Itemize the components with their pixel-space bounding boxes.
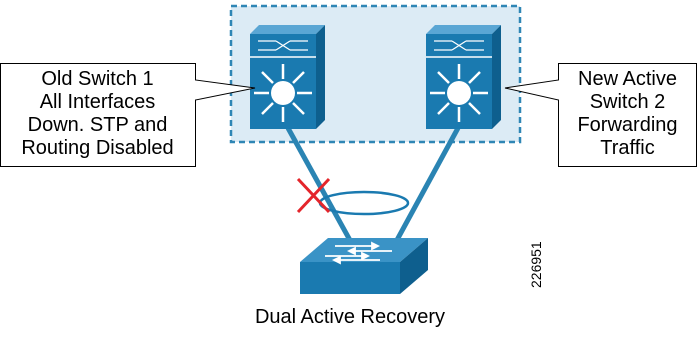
right-callout-line-4: Traffic bbox=[600, 137, 655, 159]
right-callout-line-2: Switch 2 bbox=[589, 91, 666, 113]
left-callout-line-1: Old Switch 1 bbox=[41, 68, 154, 90]
left-callout-line-3: Down. STP and bbox=[27, 114, 168, 136]
right-callout-line-3: Forwarding bbox=[577, 114, 678, 136]
left-callout-line-4: Routing Disabled bbox=[21, 137, 174, 159]
left-callout-text: Old Switch 1 All Interfaces Down. STP an… bbox=[0, 68, 195, 160]
right-callout-text: New Active Switch 2 Forwarding Traffic bbox=[558, 68, 697, 160]
left-callout-box bbox=[0, 63, 256, 167]
failed-link-x-icon bbox=[296, 177, 331, 214]
core-switch-1-icon bbox=[250, 25, 325, 129]
figure-id: 226951 bbox=[528, 241, 544, 288]
port-channel-ring-icon bbox=[318, 190, 410, 216]
left-callout-line-2: All Interfaces bbox=[39, 91, 156, 113]
right-callout-line-1: New Active bbox=[578, 68, 677, 90]
diagram-caption: Dual Active Recovery bbox=[254, 306, 446, 328]
access-switch-icon bbox=[300, 238, 428, 294]
core-switch-2-icon bbox=[426, 25, 501, 129]
